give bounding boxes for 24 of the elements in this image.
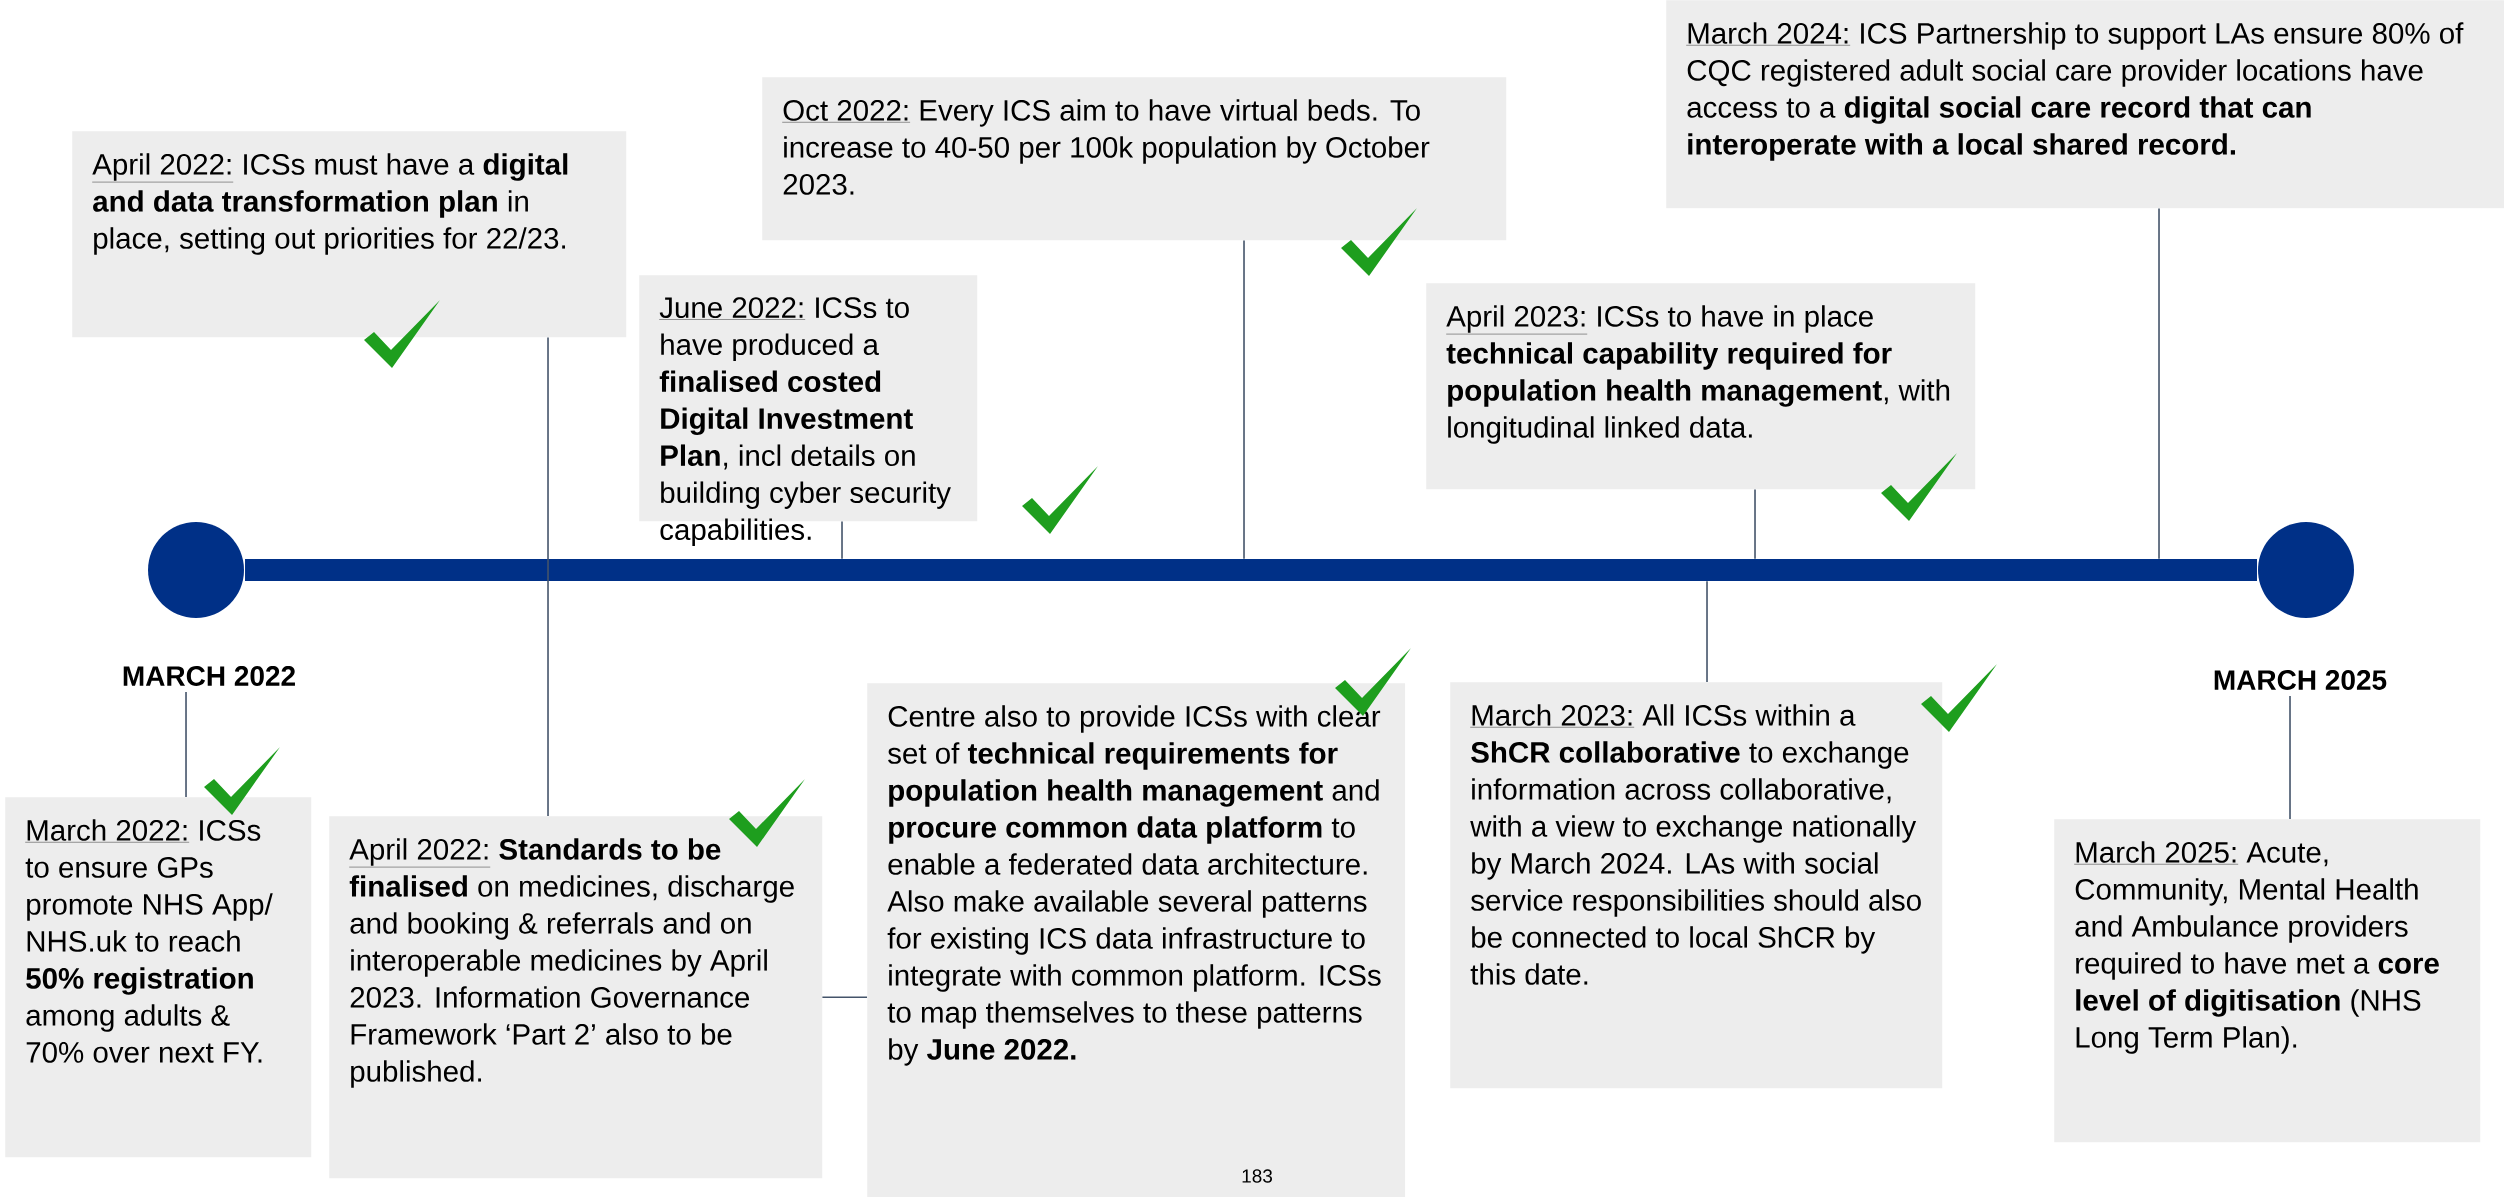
date-label: MARCH 2022 xyxy=(123,666,295,686)
milestone-box: April 2023: ICSs to have in place technical capability required for population health management, with longitudinal linked data. xyxy=(1426,283,1976,490)
milestone-box: April 2022: Standards to be finalised on medicines, discharge and booking & referrals and on interoperable medicines by April 2023. Information Governance Framework ‘Part 2’ also to be published. xyxy=(329,816,823,1179)
milestone-box: June 2022: ICSs to have produced a finalised costed Digital Investment Plan, incl details on building cyber security capabilities. xyxy=(639,275,978,546)
timeline-endpoint xyxy=(2258,522,2354,618)
connector-line xyxy=(2289,695,2291,820)
page-number: 183 xyxy=(1242,1169,1272,1183)
node-label: capabilities. xyxy=(660,518,811,546)
milestone-box: April 2022: ICSs must have a digital and data transformation plan in place, setting out priorities for 22/23. xyxy=(72,131,627,338)
connector-line xyxy=(821,996,868,998)
connector-line xyxy=(2158,207,2160,560)
milestone-box: Oct 2022: Every ICS aim to have virtual beds. To increase to 40-50 per 100k population by October 2023. xyxy=(762,77,1507,241)
date-label: MARCH 2025 xyxy=(2214,670,2387,690)
connector-line xyxy=(1706,580,1708,683)
milestone-box: March 2025: Acute, Community, Mental Health and Ambulance providers required to have met a core level of digitisation (NHS Long Term Plan). xyxy=(2054,819,2481,1143)
connector-line xyxy=(841,520,843,560)
milestone-box: March 2023: All ICSs within a ShCR collaborative to exchange information across collaborative, with a view to exchange nationally by March 2024. LAs with social service responsibilities should also be connected to local ShCR by this date. xyxy=(1450,682,1943,1089)
timeline-endpoint xyxy=(148,522,244,618)
connector-line xyxy=(1243,239,1245,560)
milestone-box: March 2022: ICSs to ensure GPs promote NHS App/ NHS.uk to reach 50% registration among adults & 70% over next FY. xyxy=(5,797,312,1158)
connector-line xyxy=(185,691,187,798)
connector-line xyxy=(1754,488,1756,560)
connector-line xyxy=(547,336,549,817)
milestone-box: March 2024: ICS Partnership to support LAs ensure 80% of CQC registered adult social care provider locations have access to a digital social care record that can interoperate with a local shared record. xyxy=(1666,0,2504,209)
